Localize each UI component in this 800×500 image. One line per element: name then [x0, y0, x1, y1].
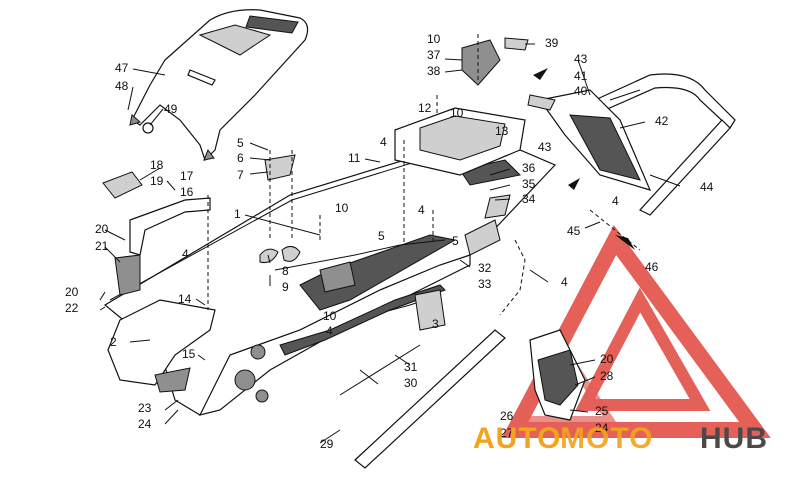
callout-label-47: 47 [115, 61, 129, 75]
part-16 [129, 197, 211, 256]
callout-label-10a: 10 [427, 32, 441, 46]
part-23 [154, 367, 191, 393]
rear-bumper [593, 73, 736, 216]
callout-label-12: 12 [418, 101, 432, 115]
callout-label-24b: 24 [595, 421, 609, 435]
watermark-text: AUTO MOTO HUB [473, 422, 768, 455]
leader-lines [99, 43, 681, 444]
part-7 [264, 154, 296, 181]
callout-label-32: 32 [478, 261, 492, 275]
callout-label-44: 44 [700, 180, 714, 194]
callout-label-16: 16 [180, 185, 194, 199]
callout-label-13: 13 [495, 124, 509, 138]
callout-label-40: 40 [574, 84, 588, 98]
callout-label-36: 36 [522, 161, 536, 175]
callout-label-14: 14 [178, 292, 192, 306]
callout-label-6: 6 [237, 151, 244, 165]
callout-label-10b: 10 [450, 106, 464, 120]
callout-label-28: 28 [600, 369, 614, 383]
callout-label-43b: 43 [538, 140, 552, 154]
callout-label-19: 19 [150, 174, 164, 188]
callout-label-46: 46 [645, 260, 659, 274]
callout-label-4a: 4 [380, 135, 387, 149]
callout-label-4d: 4 [182, 247, 189, 261]
callout-label-49: 49 [164, 102, 178, 116]
rods [339, 329, 506, 469]
callout-label-30: 30 [404, 376, 418, 390]
part-34 [484, 194, 511, 219]
callout-label-20c: 20 [600, 352, 614, 366]
rod-31 [339, 344, 421, 396]
callout-label-9: 9 [282, 280, 289, 294]
callout-label-39: 39 [545, 36, 559, 50]
watermark-moto: MOTO [560, 422, 653, 455]
callout-label-11: 11 [348, 151, 361, 165]
callout-label-35: 35 [522, 177, 536, 191]
arrow-marker [615, 235, 635, 250]
callout-label-37: 37 [427, 48, 441, 62]
part-21 [114, 254, 141, 296]
callout-label-48: 48 [115, 79, 129, 93]
callout-label-22: 22 [65, 301, 79, 315]
callout-label-20b: 20 [65, 285, 79, 299]
top-brackets [461, 37, 529, 86]
callout-label-43a: 43 [574, 52, 588, 66]
callout-label-38: 38 [427, 64, 441, 78]
callout-label-4f: 4 [326, 324, 333, 338]
part-2 [107, 299, 216, 386]
part-32 [464, 219, 501, 256]
part-33 [499, 239, 526, 316]
callout-label-5a: 5 [237, 136, 244, 150]
taillight-assembly [527, 89, 652, 191]
callout-label-7: 7 [237, 168, 244, 182]
callout-label-17: 17 [180, 169, 194, 183]
callout-label-45: 45 [567, 224, 581, 238]
callout-label-1: 1 [234, 207, 241, 221]
arrow-marker [568, 178, 580, 190]
callout-label-4c: 4 [612, 194, 619, 208]
tunnel-frame [103, 139, 557, 416]
callout-label-2: 2 [110, 335, 117, 349]
callout-label-23: 23 [138, 401, 152, 415]
callout-label-4b: 4 [418, 203, 425, 217]
part-18 [102, 171, 143, 199]
right-parts [414, 194, 586, 421]
arrow-marker [533, 68, 548, 80]
watermark-auto: AUTO [473, 422, 561, 455]
reference-lines [207, 34, 641, 310]
callout-label-18: 18 [150, 158, 164, 172]
tunnel-plate [394, 107, 526, 176]
direction-arrows [533, 68, 635, 250]
callout-label-33: 33 [478, 277, 492, 291]
callout-label-3: 3 [432, 317, 439, 331]
left-parts [102, 154, 296, 393]
callout-label-8: 8 [282, 264, 289, 278]
callout-label-29: 29 [320, 437, 334, 451]
callout-label-42: 42 [655, 114, 669, 128]
callout-label-5b: 5 [378, 229, 385, 243]
callout-label-34: 34 [522, 192, 536, 206]
callout-label-25: 25 [595, 404, 609, 418]
callout-label-27: 27 [500, 426, 514, 440]
callout-label-31: 31 [404, 360, 418, 374]
part-3 [414, 289, 446, 331]
callout-label-21: 21 [95, 239, 109, 253]
callout-label-20a: 20 [95, 222, 109, 236]
callout-label-5c: 5 [452, 234, 459, 248]
callout-label-4e: 4 [561, 275, 568, 289]
callout-label-10d: 10 [323, 309, 337, 323]
seat [129, 9, 309, 162]
callout-label-41: 41 [574, 69, 588, 83]
callout-label-24a: 24 [138, 417, 152, 431]
watermark-hub: HUB [700, 422, 768, 455]
callout-label-15: 15 [182, 347, 196, 361]
callout-label-26: 26 [500, 409, 514, 423]
rod-29 [354, 329, 506, 469]
callout-label-10c: 10 [335, 201, 349, 215]
